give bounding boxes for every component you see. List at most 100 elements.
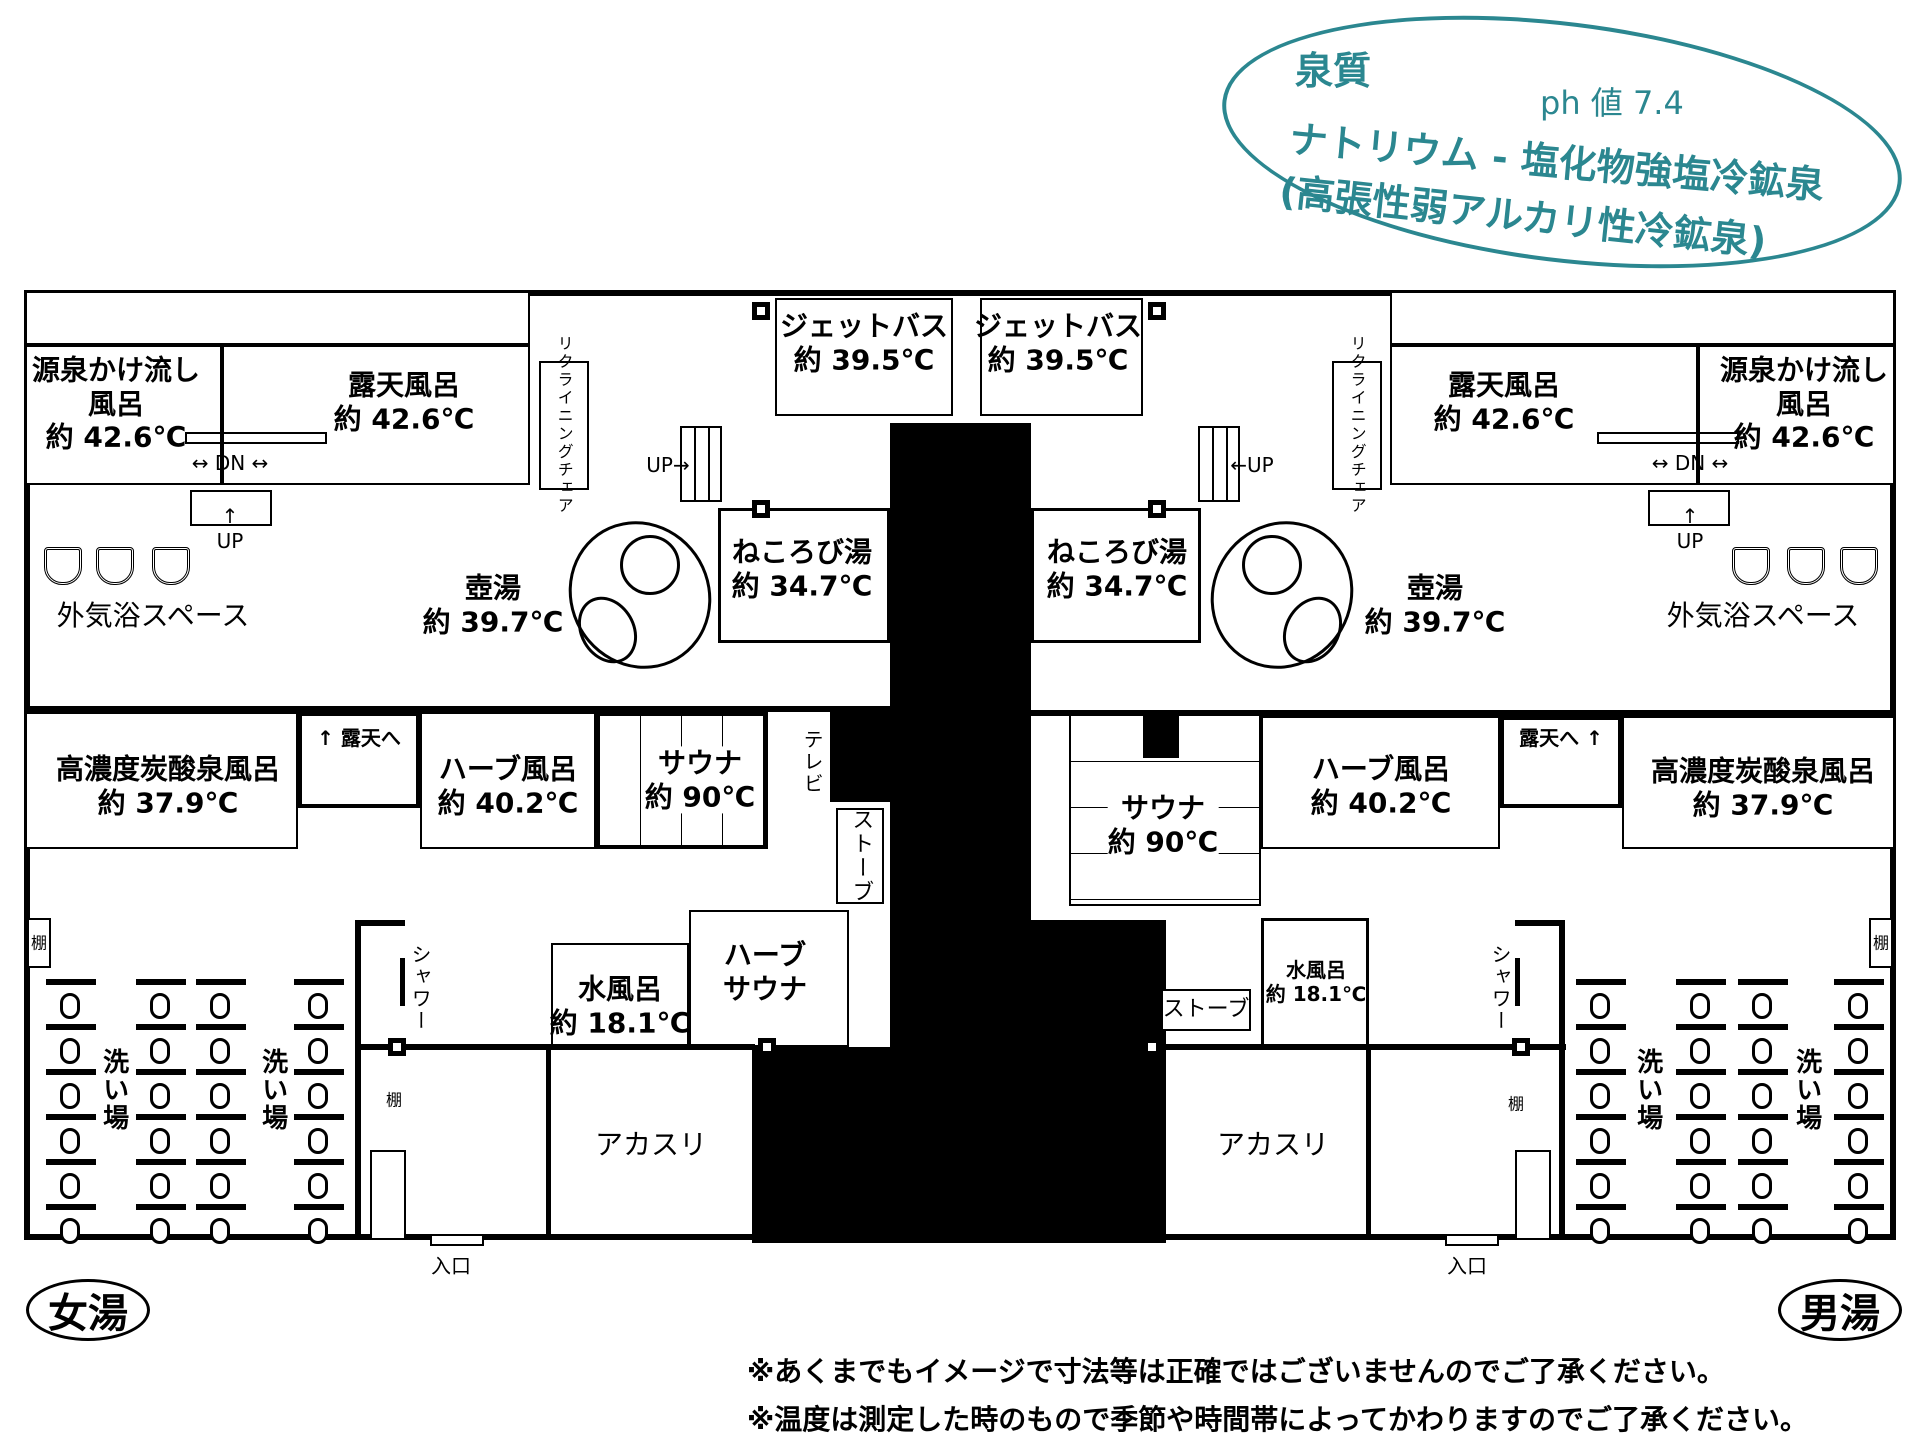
note-dimensions: ※あくまでもイメージで寸法等は正確ではございませんのでご了承ください。	[747, 1355, 1725, 1388]
mens-bath-badge: 男湯	[1778, 1279, 1902, 1341]
right-shower-label: シャワー	[1488, 944, 1512, 1032]
right-top-deck	[1390, 293, 1893, 345]
station-divider	[46, 979, 96, 985]
left-stairs-up[interactable]	[680, 426, 722, 502]
right-steps[interactable]	[1648, 490, 1730, 526]
washing-stool-icon	[308, 1173, 328, 1199]
station-divider	[1738, 1069, 1788, 1075]
left-herb-sauna-label: ハーブサウナ	[722, 938, 808, 1005]
right-entrance-label: 入口	[1447, 1254, 1487, 1278]
pillar	[752, 302, 770, 320]
right-to-roten-passage[interactable]	[1500, 716, 1622, 808]
right-gensen-room	[1698, 345, 1893, 485]
station-divider	[196, 979, 246, 985]
pillar	[388, 1038, 406, 1056]
right-stairs-up[interactable]	[1198, 426, 1240, 502]
core-right-block	[1031, 920, 1166, 1050]
station-divider	[1738, 1159, 1788, 1165]
washing-stool-icon	[60, 1083, 80, 1109]
washing-stool-icon	[1752, 1083, 1772, 1109]
right-sink-counter	[1515, 1150, 1551, 1240]
left-steps[interactable]	[190, 490, 272, 526]
washing-stool-icon	[210, 1128, 230, 1154]
station-divider	[136, 1024, 186, 1030]
station-divider	[1676, 1024, 1726, 1030]
washing-stool-icon	[1590, 1038, 1610, 1064]
shower-wall	[355, 920, 361, 1240]
washing-stool-icon	[60, 1218, 80, 1244]
left-entrance-door[interactable]	[430, 1234, 484, 1246]
station-divider	[136, 1159, 186, 1165]
station-divider	[1834, 1159, 1884, 1165]
washing-stool-icon	[1590, 1173, 1610, 1199]
left-jet-label: ジェットバス約 39.5℃	[779, 309, 949, 376]
washing-stool-icon	[1590, 1128, 1610, 1154]
washing-stool-icon	[1590, 1083, 1610, 1109]
left-sauna-label: サウナ約 90℃	[644, 746, 756, 814]
washing-stool-icon	[1848, 1128, 1868, 1154]
left-akasuri-label: アカスリ	[594, 1128, 708, 1162]
note-temperature: ※温度は測定した時のもので季節や時間帯によってかわりますのでご了承ください。	[747, 1403, 1808, 1436]
left-step-bar	[185, 432, 327, 444]
station-divider	[1576, 1159, 1626, 1165]
right-jet-bath	[980, 298, 1143, 416]
pillar	[1148, 500, 1166, 518]
left-shelf-label-2: 棚	[385, 1090, 403, 1110]
right-step-bar	[1597, 432, 1739, 444]
left-shelf	[27, 918, 51, 968]
left-herb-bath-room	[420, 712, 596, 849]
right-gensen-label: 源泉かけ流し風呂約 42.6℃	[1719, 353, 1889, 454]
left-tansan-room	[27, 712, 298, 849]
left-gaikiyoku-label: 外気浴スペース	[56, 599, 250, 633]
station-divider	[1676, 1114, 1726, 1120]
station-divider	[1676, 979, 1726, 985]
washing-stool-icon	[1752, 993, 1772, 1019]
right-entrance-door[interactable]	[1445, 1234, 1499, 1246]
station-divider	[1576, 1024, 1626, 1030]
right-akasuri-label: アカスリ	[1216, 1128, 1330, 1162]
station-divider	[294, 1159, 344, 1165]
station-divider	[46, 1204, 96, 1210]
right-jet-label: ジェットバス約 39.5℃	[973, 309, 1143, 376]
left-tsubo-tub	[620, 535, 680, 595]
right-shelf	[1869, 918, 1893, 968]
right-mizuburo-label: 水風呂約 18.1℃	[1265, 958, 1367, 1006]
station-divider	[1576, 979, 1626, 985]
lounge-chair-icon	[1732, 547, 1770, 585]
right-sauna-heater	[1143, 716, 1179, 758]
right-rotenburo-label: 露天風呂約 42.6℃	[1433, 368, 1575, 435]
station-divider	[136, 1114, 186, 1120]
washing-stool-icon	[150, 1083, 170, 1109]
left-nekorobi-room	[718, 508, 890, 643]
core-left-sauna-block	[830, 712, 892, 802]
station-divider	[196, 1069, 246, 1075]
right-araiba-label-2: 洗い場	[1791, 1048, 1822, 1132]
washing-stool-icon	[1690, 1218, 1710, 1244]
left-mizuburo-room	[551, 943, 689, 1047]
station-divider	[1576, 1069, 1626, 1075]
station-divider	[196, 1024, 246, 1030]
washing-stool-icon	[1690, 1083, 1710, 1109]
left-rotenburo-label: 露天風呂約 42.6℃	[333, 368, 475, 435]
station-divider	[1834, 1204, 1884, 1210]
left-tansan-label: 高濃度炭酸泉風呂約 37.9℃	[55, 752, 281, 819]
left-dn-marker: ↔ DN ↔	[191, 451, 269, 475]
left-stove	[836, 808, 884, 904]
lounge-chair-icon	[44, 547, 82, 585]
lounge-chair-icon	[96, 547, 134, 585]
station-divider	[1738, 1204, 1788, 1210]
left-gensen-label: 源泉かけ流し風呂約 42.6℃	[31, 353, 201, 454]
station-divider	[1676, 1069, 1726, 1075]
shower-wall	[400, 958, 405, 1006]
station-divider	[1834, 979, 1884, 985]
right-tsubo-tub	[1242, 535, 1302, 595]
wall	[1366, 1047, 1371, 1240]
station-divider	[46, 1114, 96, 1120]
left-sink-counter	[370, 1150, 406, 1240]
right-up-stairs-label: ←UP	[1230, 453, 1274, 477]
washing-stool-icon	[60, 1038, 80, 1064]
station-divider	[294, 1024, 344, 1030]
up-arrow-icon: ↑	[221, 504, 239, 528]
left-herb-bath-label: ハーブ風呂約 40.2℃	[437, 752, 579, 819]
left-to-roten-passage[interactable]	[298, 712, 420, 808]
